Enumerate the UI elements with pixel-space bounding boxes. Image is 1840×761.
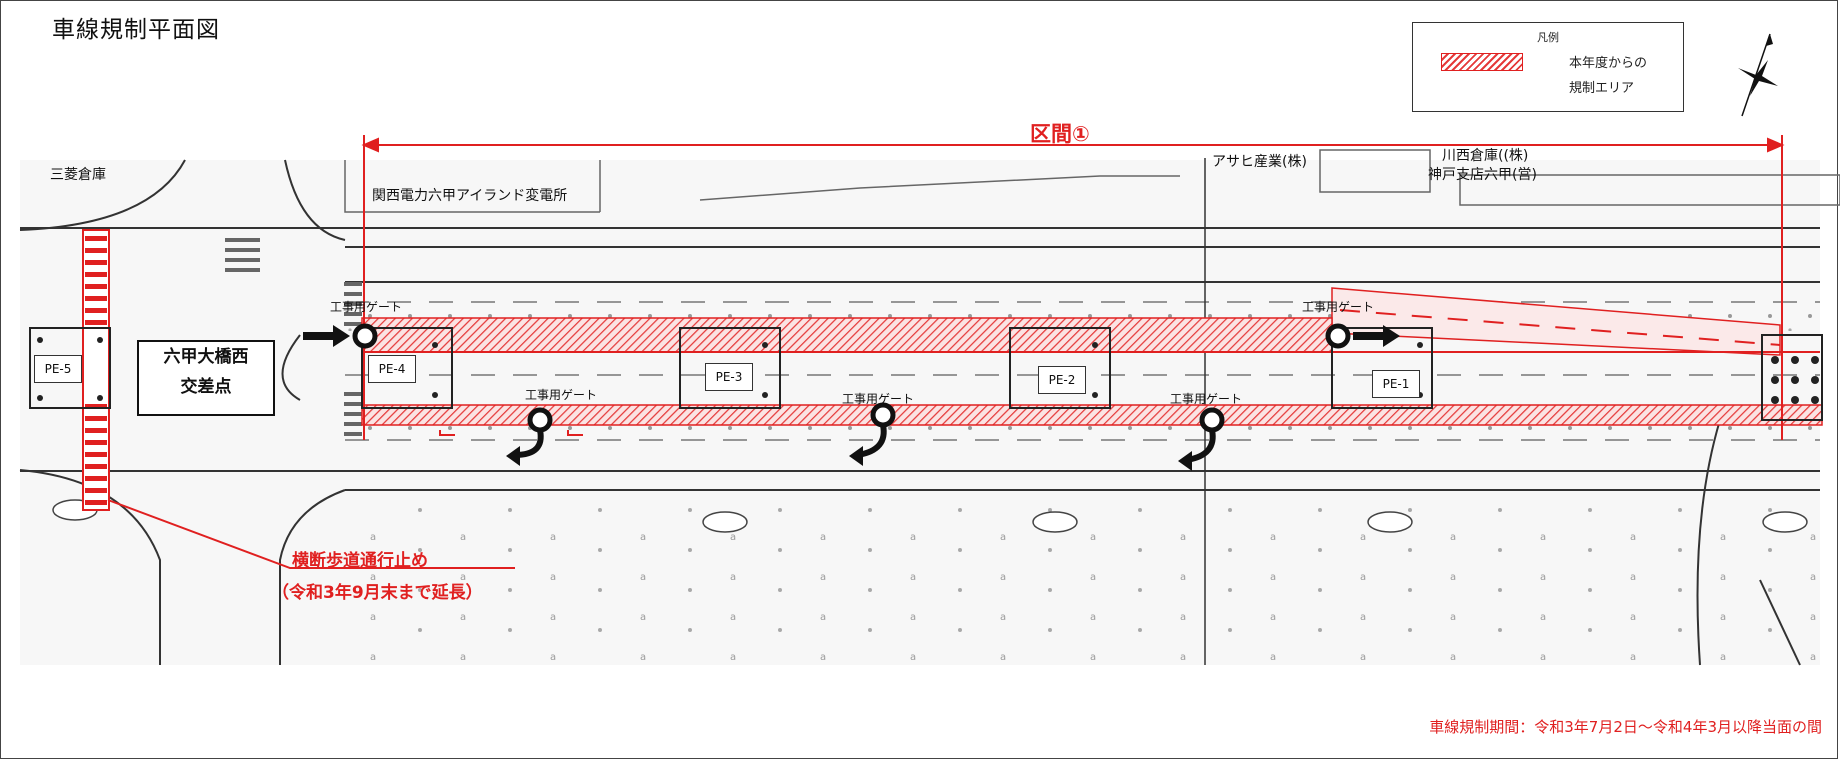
pier-label-pe3: PE-3	[705, 363, 753, 391]
north-arrow-icon	[1738, 33, 1778, 117]
south-plaza	[345, 500, 1820, 665]
legend-title: 凡例	[1537, 31, 1559, 44]
gate-label-3: 工事用ゲート	[842, 392, 915, 406]
pier-label-pe1: PE-1	[1372, 370, 1420, 398]
restriction-period: 車線規制期間：令和3年7月2日～令和4年3月以降当面の間	[1429, 718, 1822, 736]
crosswalk-stripes-west	[225, 238, 260, 272]
gate-label-1: 工事用ゲート	[330, 300, 403, 314]
crosswalk-pe4	[344, 282, 362, 436]
pier-footprints	[29, 327, 1823, 421]
legend-box: 凡例 本年度からの 規制エリア	[1412, 22, 1684, 112]
crosswalk-closure-extension: （令和3年9月末まで延長）	[272, 583, 483, 603]
traffic-arrows	[303, 325, 1400, 347]
east-ramp	[1696, 419, 1721, 666]
intersection-geometry	[19, 159, 346, 665]
pier-label-pe5: PE-5	[34, 355, 82, 383]
legend-hatch-swatch	[1441, 53, 1523, 71]
gate-label-4: 工事用ゲート	[1170, 392, 1243, 406]
label-kansai-substation: 関西電力六甲アイランド変電所	[372, 188, 568, 204]
section-dimension	[361, 135, 1785, 440]
intersection-name: 六甲大橋西	[163, 347, 249, 367]
crosswalk-closure	[82, 229, 110, 511]
gate-markers	[352, 323, 1351, 433]
north-buildings	[344, 149, 1840, 213]
red-flow-arrows	[439, 430, 583, 436]
pier-label-pe2: PE-2	[1038, 366, 1086, 394]
legend-text-line2: 規制エリア	[1569, 81, 1635, 96]
restriction-lane-north	[361, 317, 1333, 353]
legend-text-line1: 本年度からの	[1569, 56, 1648, 71]
gate-label-5: 工事用ゲート	[1302, 300, 1375, 314]
gate-label-2: 工事用ゲート	[525, 388, 598, 402]
intersection-suffix: 交差点	[180, 377, 232, 397]
label-mitsubishi-warehouse: 三菱倉庫	[50, 167, 106, 183]
crosswalk-closure-note: 横断歩道通行止め	[292, 551, 428, 571]
note-leader	[107, 499, 515, 569]
label-kawanishi-branch: 神戸支店六甲(営)	[1428, 167, 1537, 183]
planters	[52, 499, 1808, 533]
label-asahi-sangyo: アサヒ産業(株)	[1212, 154, 1307, 170]
pier-label-pe4: PE-4	[368, 355, 416, 383]
intersection-label-box: 六甲大橋西 交差点	[137, 340, 275, 416]
pier-piles	[37, 337, 1819, 404]
section-label: 区間①	[1030, 122, 1090, 146]
page-title: 車線規制平面図	[52, 17, 220, 43]
label-kawanishi-warehouse: 川西倉庫((株)	[1442, 148, 1529, 164]
